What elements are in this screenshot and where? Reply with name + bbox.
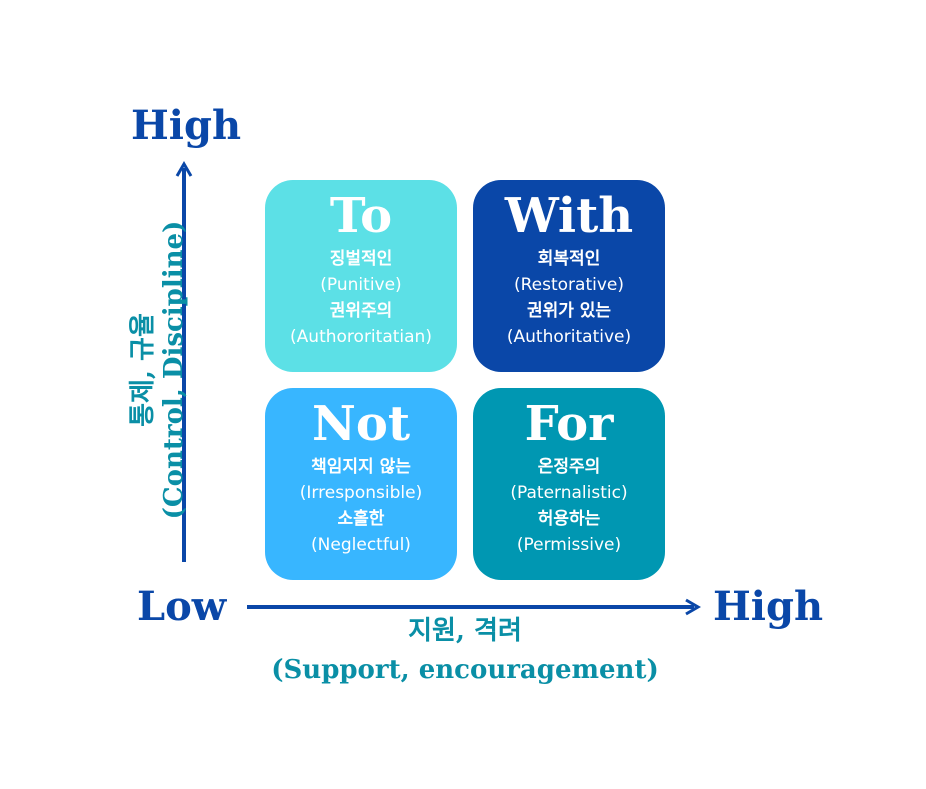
quadrant-not-line: 소홀한 (337, 509, 385, 529)
x-axis-high-label: High (713, 583, 824, 630)
quadrant-to-line: (Punitive) (320, 275, 402, 295)
quadrant-with-line: 권위가 있는 (526, 301, 612, 321)
quadrant-for-line: 온정주의 (537, 457, 601, 477)
y-axis-arrowhead (175, 161, 193, 177)
quadrant-for-line: 허용하는 (537, 509, 601, 529)
quadrant-with-title: With (504, 188, 634, 244)
x-axis-low-label: Low (137, 583, 227, 630)
quadrant-not-line: (Neglectful) (311, 535, 411, 555)
quadrant-to-title: To (329, 188, 393, 244)
x-axis-title-en: (Support, encouragement) (271, 655, 659, 686)
quadrant-with: With 회복적인 (Restorative) 권위가 있는 (Authorit… (473, 180, 665, 372)
y-axis-title-en: (Control, Discipline) (159, 220, 189, 520)
y-axis-title: 통제, 규율 (Control, Discipline) (128, 210, 190, 530)
quadrant-for-line: (Permissive) (516, 535, 622, 555)
y-axis-title-ko: 통제, 규율 (127, 313, 158, 427)
x-axis-arrowhead (685, 598, 701, 616)
x-axis-title: 지원, 격려 (Support, encouragement) (265, 616, 665, 686)
quadrant-to: To 징벌적인 (Punitive) 권위주의 (Authororitatian… (265, 180, 457, 372)
quadrant-not-line: 책임지지 않는 (311, 457, 411, 477)
quadrant-to-line: (Authororitatian) (290, 327, 432, 347)
quadrant-for-title: For (524, 396, 614, 452)
quadrant-not-title: Not (311, 396, 411, 452)
quadrant-not: Not 책임지지 않는 (Irresponsible) 소홀한 (Neglect… (265, 388, 457, 580)
quadrant-for-line: (Paternalistic) (510, 483, 628, 503)
quadrant-with-line: (Authoritative) (506, 327, 632, 347)
quadrant-to-line: 권위주의 (329, 301, 393, 321)
quadrant-for: For 온정주의 (Paternalistic) 허용하는 (Permissiv… (473, 388, 665, 580)
x-axis-title-ko: 지원, 격려 (408, 616, 522, 646)
quadrant-with-line: (Restorative) (513, 275, 624, 295)
quadrant-to-line: 징벌적인 (329, 249, 393, 269)
y-axis-high-label: High (131, 102, 242, 149)
quadrant-not-line: (Irresponsible) (299, 483, 423, 503)
quadrant-with-line: 회복적인 (537, 249, 601, 269)
